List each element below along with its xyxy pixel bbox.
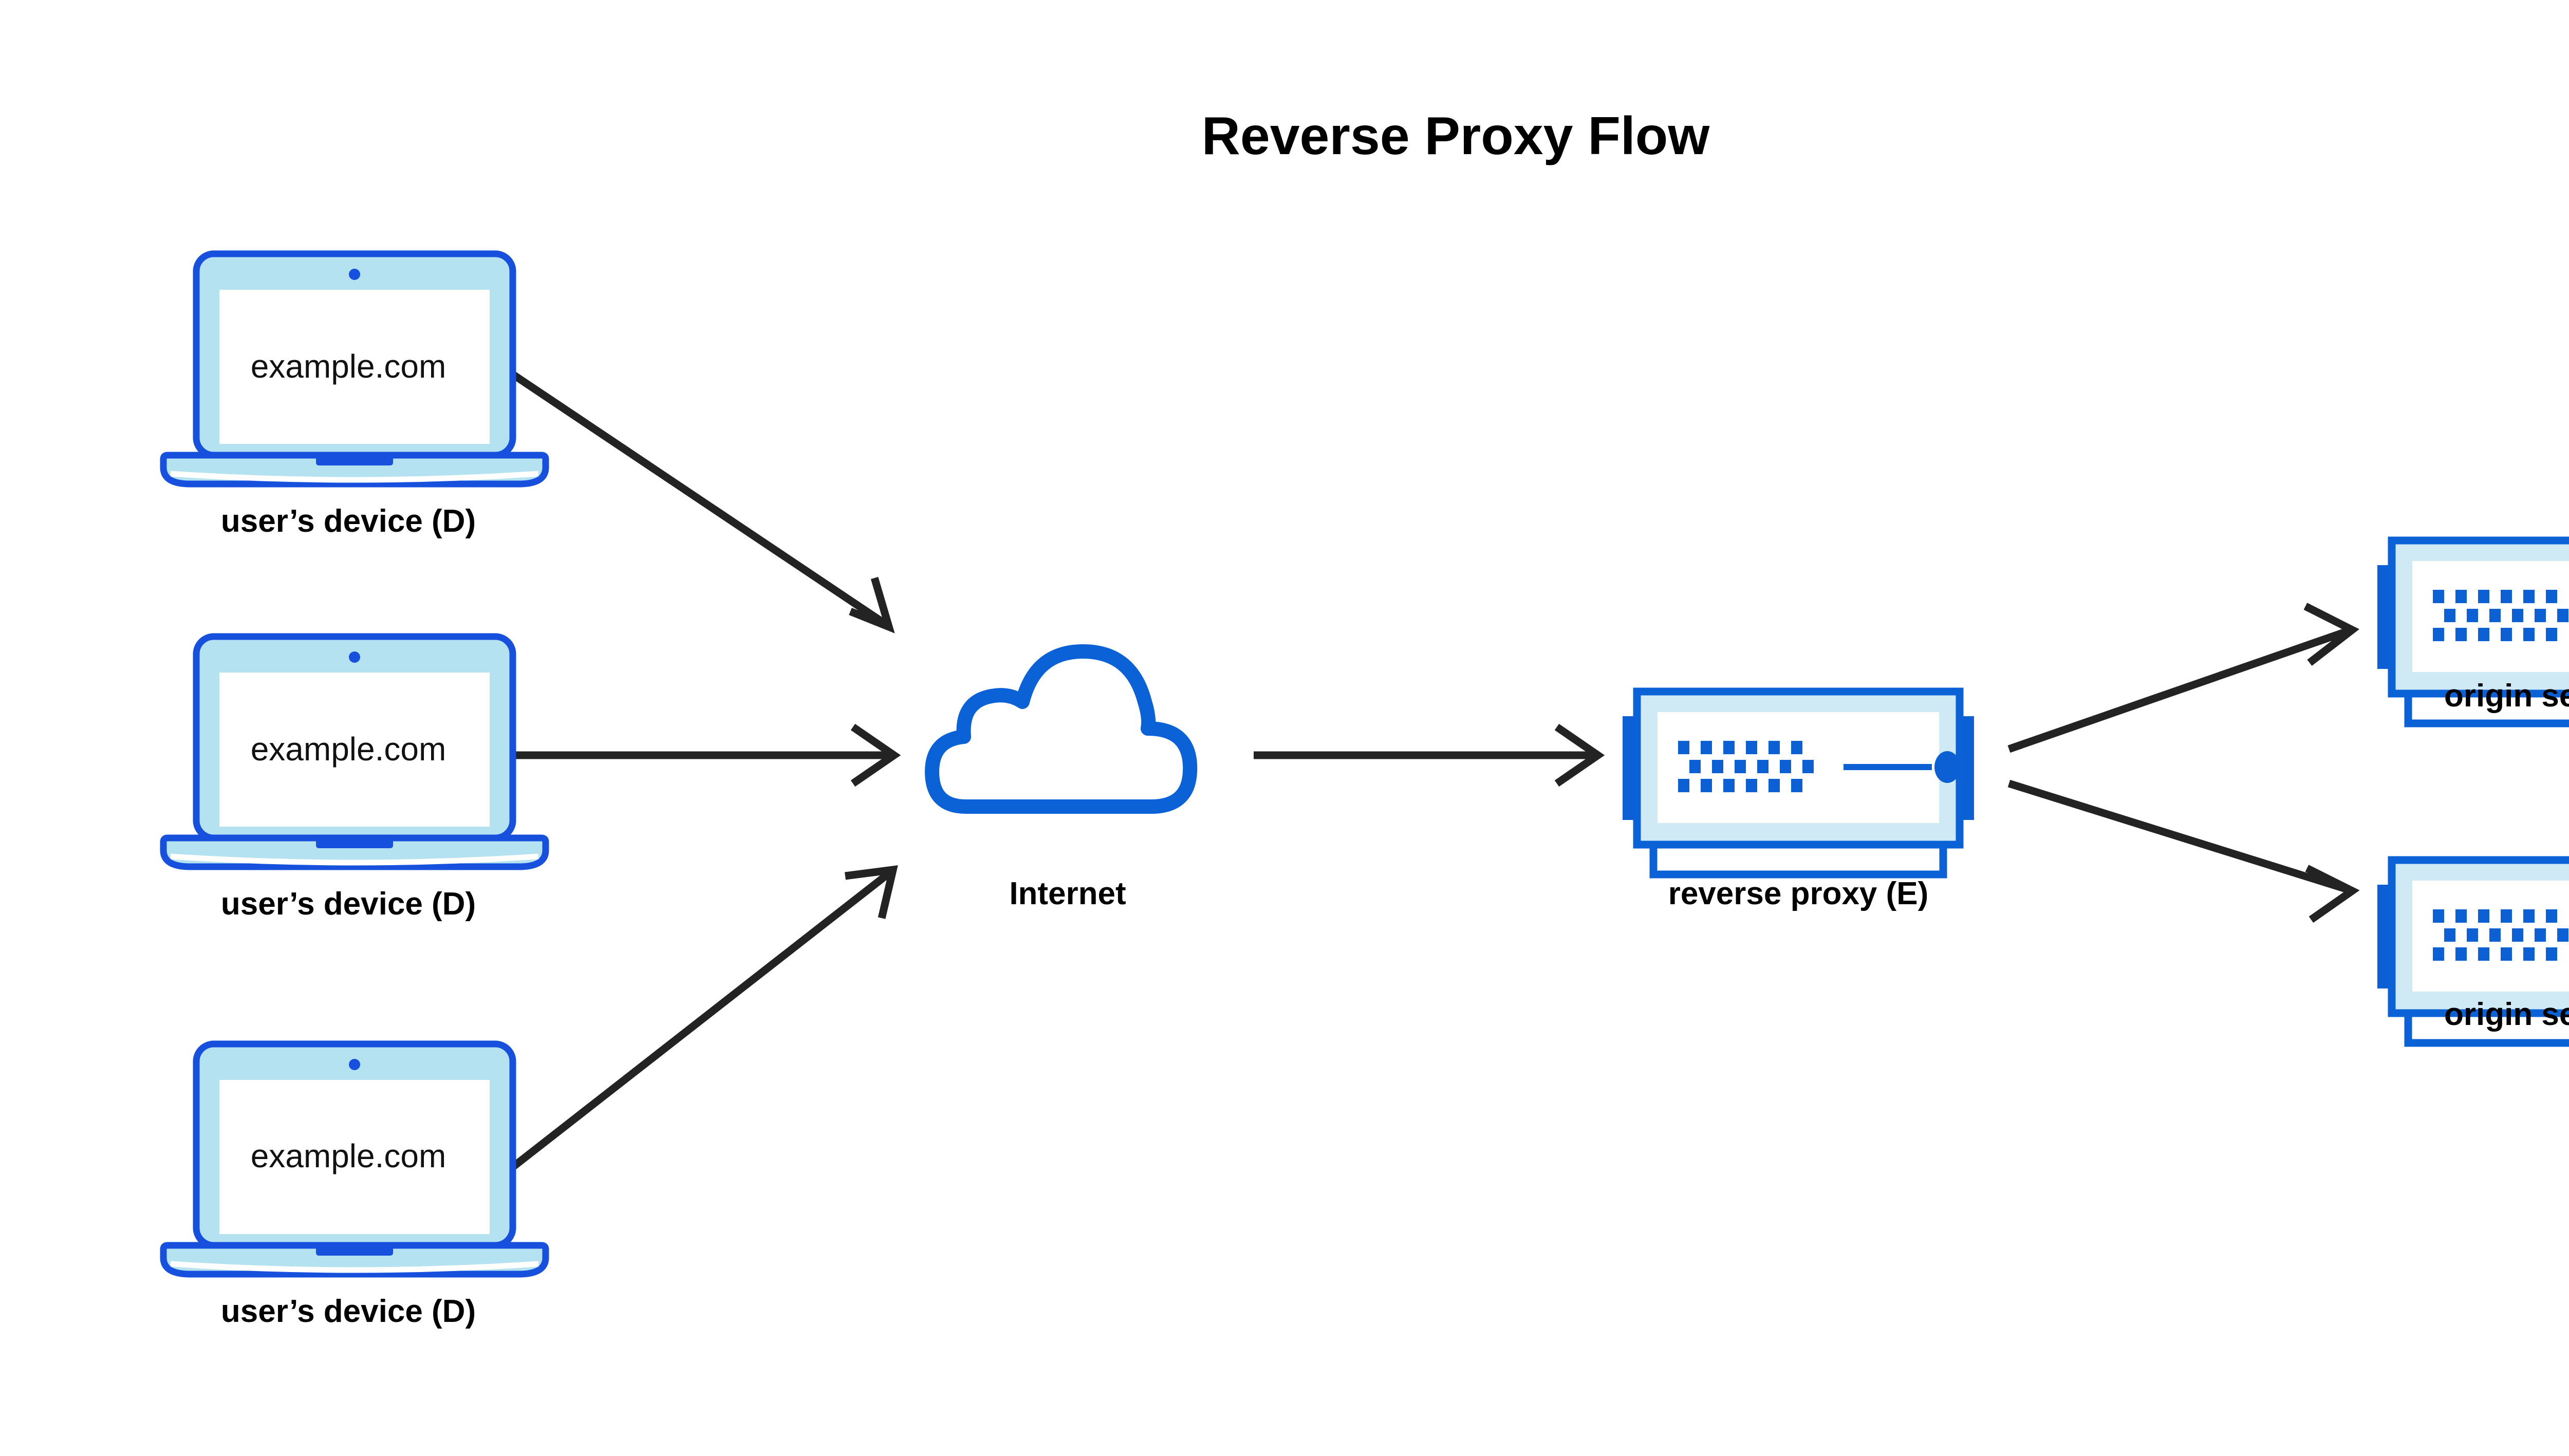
node-internet[interactable]: Internet xyxy=(932,651,1190,911)
client-node-label: user’s device (D) xyxy=(221,1294,476,1329)
client-node-label: user’s device (D) xyxy=(221,503,476,539)
node-origin-top[interactable]: origin server (F) xyxy=(2377,540,2569,723)
proxy-node-label: reverse proxy (E) xyxy=(1668,876,1929,911)
edge-client-top-to-internet xyxy=(511,371,895,633)
edge-proxy-to-origin-bottom xyxy=(2007,779,2360,923)
node-origin-bottom[interactable]: origin server (F) xyxy=(2377,860,2569,1043)
node-reverse-proxy[interactable]: reverse proxy (E) xyxy=(1623,692,1974,911)
internet-node-label: Internet xyxy=(1009,876,1126,911)
page-title: Reverse Proxy Flow xyxy=(1202,106,1710,166)
client-node-label: user’s device (D) xyxy=(221,886,476,922)
edge-proxy-to-origin-top xyxy=(2007,603,2360,753)
client-screen-text: example.com xyxy=(251,731,446,768)
edge-client-bottom-to-internet xyxy=(511,865,898,1169)
origin-node-label: origin server (F) xyxy=(2444,678,2569,714)
origin-node-label: origin server (F) xyxy=(2444,997,2569,1032)
node-client-middle[interactable]: example.com user’s device (D) xyxy=(163,637,546,922)
node-client-bottom[interactable]: example.com user’s device (D) xyxy=(163,1044,546,1329)
cloud-icon xyxy=(932,651,1190,807)
client-screen-text: example.com xyxy=(251,348,446,385)
edge-client-middle-to-internet xyxy=(514,723,901,787)
edges-layer xyxy=(511,371,2360,1169)
edge-internet-to-proxy xyxy=(1254,723,1605,787)
node-client-top[interactable]: example.com user’s device (D) xyxy=(163,254,546,539)
server-icon xyxy=(1623,692,1974,874)
client-screen-text: example.com xyxy=(251,1137,446,1174)
